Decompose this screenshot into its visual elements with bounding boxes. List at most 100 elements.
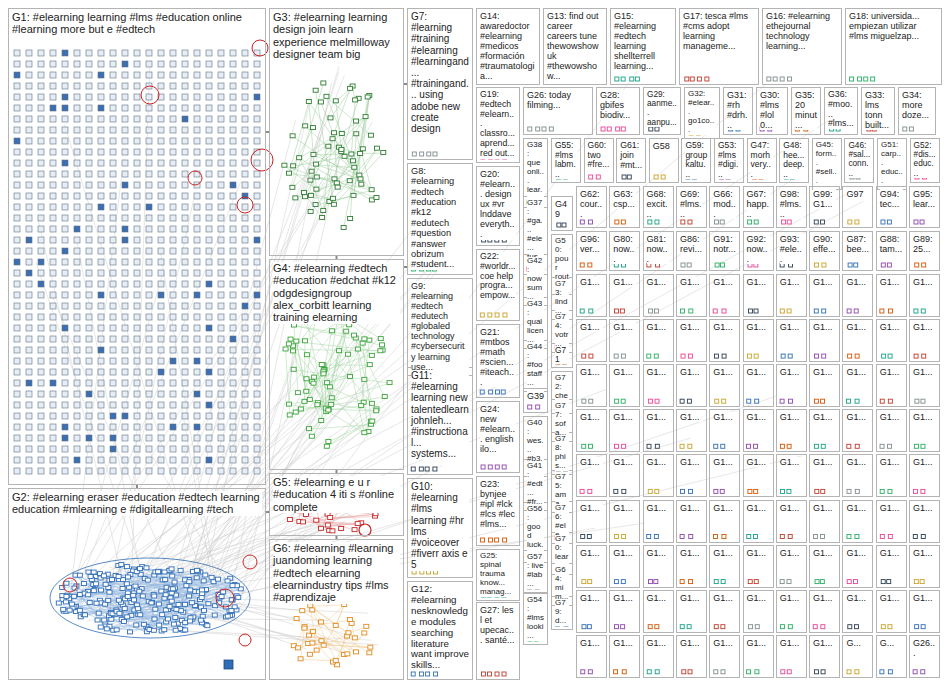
vertex-glyph: [134, 623, 139, 627]
vertex-glyph: [50, 314, 56, 320]
vertex-glyph: [86, 83, 92, 89]
vertex-glyph: [86, 72, 92, 78]
vertex-glyph: [110, 325, 116, 331]
vertex-glyph: [212, 613, 217, 617]
link-line: [312, 377, 350, 437]
vertex-glyph: [156, 570, 161, 574]
link-line: [75, 589, 107, 630]
vertex-glyph: [50, 72, 56, 78]
vertex-glyph: [301, 190, 306, 194]
vertex-glyph: [426, 672, 430, 676]
vertex-glyph: [50, 105, 56, 111]
vertex-glyph: [122, 468, 128, 474]
vertex-glyph: [374, 409, 379, 413]
vertex-glyph: [134, 193, 140, 199]
vertex-glyph: [194, 576, 199, 580]
vertex-glyph: [767, 77, 771, 81]
vertex-glyph: [495, 538, 499, 542]
vertex-glyph: [38, 457, 44, 463]
vertex-glyph: [170, 413, 176, 419]
vertex-glyph: [122, 237, 128, 243]
vertex-glyph: [218, 204, 224, 210]
vertex-glyph: [125, 594, 130, 598]
vertex-glyph: [503, 538, 507, 542]
vertex-glyph: [314, 175, 319, 179]
vertex-glyph: [221, 590, 226, 594]
link-line: [108, 575, 189, 597]
vertex-glyph: [331, 196, 336, 200]
vertex-glyph: [38, 391, 44, 397]
vertex-glyph: [86, 391, 92, 397]
vertex-glyph: [146, 50, 152, 56]
vertex-glyph: [326, 408, 331, 412]
vertex-glyph: [14, 50, 20, 56]
vertex-glyph: [26, 116, 32, 122]
vertex-glyph: [183, 628, 188, 632]
vertex-glyph: [74, 94, 80, 100]
vertex-glyph: [230, 138, 236, 144]
vertex-glyph: [218, 314, 224, 320]
link-line: [298, 605, 344, 648]
vertex-glyph: [291, 367, 296, 371]
vertex-glyph: [242, 336, 248, 342]
vertex-glyph: [110, 72, 116, 78]
vertex-glyph: [218, 303, 224, 309]
vertex-glyph: [170, 160, 176, 166]
vertex-glyph: [14, 226, 20, 232]
vertex-glyph: [182, 226, 188, 232]
link-line: [303, 522, 361, 524]
link-line: [295, 176, 359, 199]
vertex-glyph: [114, 628, 119, 632]
vertex-glyph: [243, 555, 257, 569]
vertex-glyph: [170, 446, 176, 452]
vertex-glyph: [62, 413, 68, 419]
vertex-glyph: [86, 61, 92, 67]
vertex-glyph: [378, 337, 383, 341]
vertex-glyph: [98, 72, 104, 78]
vertex-glyph: [230, 237, 236, 243]
vertex-glyph: [242, 138, 248, 144]
vertex-glyph: [378, 349, 383, 353]
vertex-glyph: [26, 435, 32, 441]
vertex-glyph: [218, 336, 224, 342]
vertex-glyph: [110, 94, 116, 100]
vertex-glyph: [158, 380, 164, 386]
vertex-glyph: [194, 160, 200, 166]
vertex-glyph: [198, 618, 203, 622]
vertex-glyph: [368, 133, 373, 137]
vertex-glyph: [206, 446, 212, 452]
vertex-glyph: [110, 402, 116, 408]
vertex-glyph: [134, 72, 140, 78]
vertex-glyph: [74, 138, 80, 144]
link-line: [328, 339, 364, 410]
vertex-glyph: [74, 160, 80, 166]
vertex-glyph: [26, 380, 32, 386]
vertex-glyph: [501, 390, 505, 394]
vertex-glyph: [74, 204, 80, 210]
vertex-glyph: [146, 457, 152, 463]
vertex-glyph: [163, 593, 168, 597]
vertex-glyph: [158, 303, 164, 309]
vertex-glyph: [122, 248, 128, 254]
vertex-glyph: [307, 427, 312, 431]
vertex-glyph: [314, 162, 319, 166]
vertex-glyph: [283, 347, 288, 351]
vertex-glyph: [86, 259, 92, 265]
vertex-glyph: [218, 292, 224, 298]
vertex-glyph: [230, 446, 236, 452]
vertex-glyph: [536, 127, 540, 131]
link-line: [76, 576, 154, 631]
vertex-glyph: [98, 61, 104, 67]
vertex-glyph: [122, 424, 128, 430]
vertex-glyph: [74, 325, 80, 331]
vertex-glyph: [62, 424, 68, 430]
vertex-glyph: [146, 446, 152, 452]
vertex-glyph: [26, 424, 32, 430]
vertex-glyph: [133, 584, 138, 588]
vertex-glyph: [134, 160, 140, 166]
link-line: [330, 514, 375, 518]
vertex-glyph: [182, 149, 188, 155]
vertex-glyph: [349, 152, 354, 156]
vertex-glyph: [122, 402, 128, 408]
link-line: [69, 579, 100, 600]
